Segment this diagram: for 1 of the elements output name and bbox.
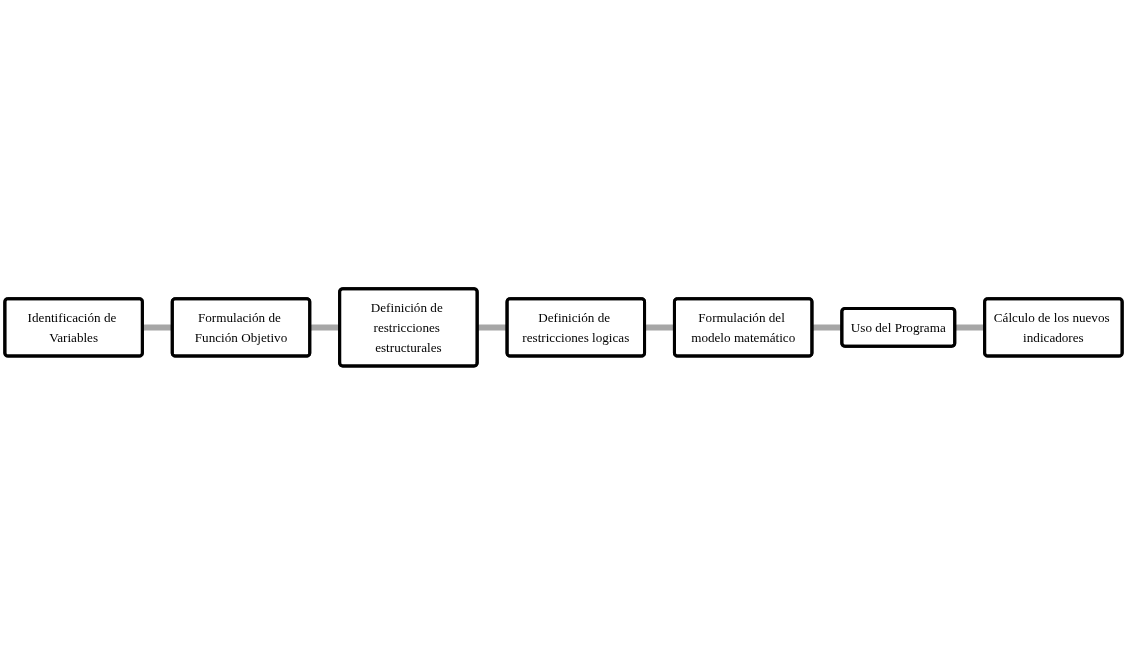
connector	[142, 324, 173, 331]
